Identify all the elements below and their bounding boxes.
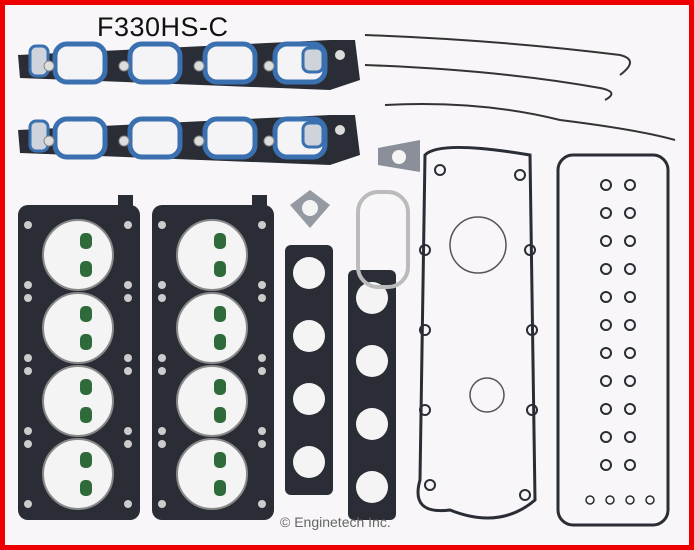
cylinder-head-gasket-2 [152, 195, 274, 520]
copyright-label: © Enginetech Inc. [280, 514, 391, 530]
timing-cover-seals [364, 34, 676, 141]
exhaust-manifold-gasket-2 [348, 270, 396, 520]
intake-manifold-gasket-1 [18, 40, 360, 90]
valve-cover-gasket-left [416, 146, 538, 520]
part-number-label: F330HS-C [97, 12, 229, 42]
seal-ring-gasket [356, 190, 410, 289]
intake-manifold-gasket-2 [18, 115, 360, 165]
exhaust-manifold-gasket-1 [285, 245, 333, 495]
egr-gasket [378, 140, 420, 172]
cylinder-head-gasket-1 [18, 195, 140, 520]
throttle-body-gasket [290, 190, 330, 228]
valve-cover-gasket-right [556, 153, 670, 527]
